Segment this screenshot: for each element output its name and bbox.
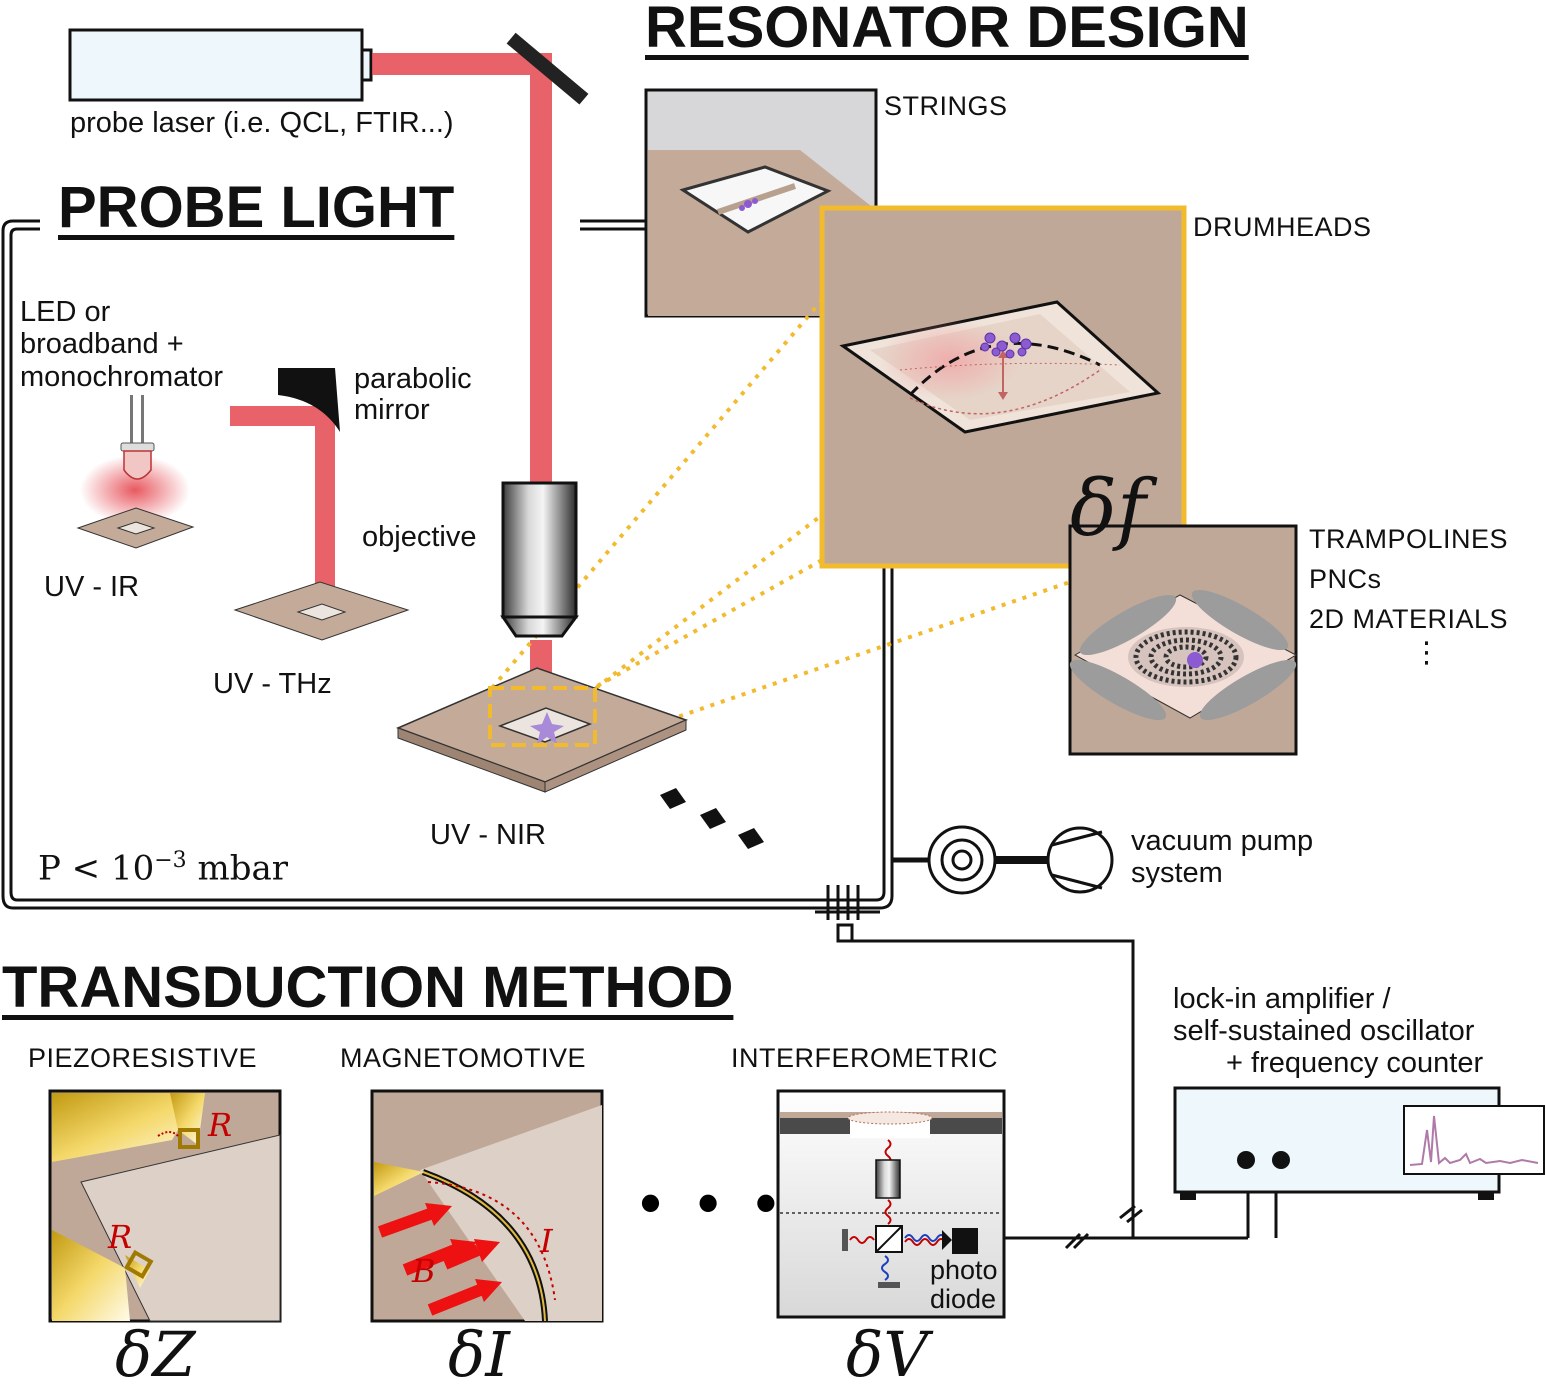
probe-laser: [68, 28, 373, 102]
parabolic-label-line2: mirror: [354, 394, 430, 426]
probe-laser-label: probe laser (i.e. QCL, FTIR...): [70, 107, 454, 139]
pressure-label: P < 10−3 mbar: [38, 848, 289, 889]
laser-beam: [372, 53, 552, 730]
trampoline-panel: [1068, 524, 1298, 756]
lock-in-instrument: [1173, 1086, 1545, 1200]
more-methods-dots: • • •: [640, 1169, 787, 1236]
resistor-label-top: R: [208, 1106, 233, 1144]
vacuum-chamber-border: [1, 219, 894, 910]
delta-z-symbol: δZ: [115, 1318, 196, 1391]
readout-label-line1: lock-in amplifier /: [1173, 983, 1391, 1015]
parabolic-mirror: [278, 368, 340, 432]
delta-i-symbol: δI: [448, 1318, 510, 1391]
objective-label: objective: [362, 521, 477, 553]
interferometric-label: INTERFEROMETRIC: [731, 1043, 998, 1073]
photodiode-label-line2: diode: [930, 1284, 997, 1314]
vacuum-pump: [892, 825, 1114, 895]
transduction-method-heading: TRANSDUCTION METHOD: [2, 955, 734, 1020]
uv-ir-sample: [76, 507, 195, 549]
led-source: [80, 395, 190, 525]
strings-label: STRINGS: [884, 91, 1008, 121]
magnetomotive-panel: [370, 1089, 604, 1323]
parabolic-label-line1: parabolic: [354, 363, 472, 395]
pncs-label: PNCs: [1309, 564, 1382, 594]
delta-v-symbol: δV: [846, 1318, 929, 1391]
magnetomotive-label: MAGNETOMOTIVE: [340, 1043, 587, 1073]
led-label-line3: monochromator: [20, 361, 224, 393]
uv-thz-label: UV - THz: [213, 668, 332, 700]
probe-light-heading: PROBE LIGHT: [58, 175, 455, 240]
strings-panel: [644, 88, 878, 318]
more-materials-vdots: ⋮: [1412, 637, 1441, 669]
led-label-line1: LED or: [20, 296, 111, 328]
resistor-label-bottom: R: [108, 1218, 133, 1256]
drumhead-panel: [819, 205, 1187, 569]
zoom-lines: [490, 298, 1071, 747]
led-label-line2: broadband +: [20, 328, 184, 360]
drumheads-label: DRUMHEADS: [1193, 212, 1372, 242]
uv-thz-sample: [233, 581, 410, 641]
readout-label-line3: + frequency counter: [1226, 1047, 1484, 1079]
more-dashes: [660, 788, 764, 849]
current-label: I: [540, 1222, 553, 1260]
piezoresistive-label: PIEZORESISTIVE: [28, 1043, 258, 1073]
uv-nir-label: UV - NIR: [430, 819, 546, 851]
uv-ir-label: UV - IR: [44, 571, 140, 603]
photodiode-label-line1: photo: [930, 1255, 998, 1285]
trampolines-label: TRAMPOLINES: [1309, 524, 1509, 554]
thz-beam: [230, 406, 335, 606]
objective-lens: [500, 481, 579, 638]
piezoresistive-panel: [48, 1089, 282, 1323]
fold-mirror: [506, 32, 589, 105]
2d-materials-label: 2D MATERIALS: [1309, 604, 1509, 634]
uv-nir-sample: [395, 667, 689, 793]
delta-f-symbol: δf: [1070, 464, 1146, 554]
resonator-design-heading: RESONATOR DESIGN: [645, 0, 1249, 60]
feedthrough: [815, 885, 880, 943]
interferometric-panel: [776, 1089, 1006, 1319]
magnetic-field-label: B: [412, 1252, 436, 1290]
vacuum-pump-label-line1: vacuum pump: [1131, 825, 1314, 857]
readout-label-line2: self-sustained oscillator: [1173, 1015, 1475, 1047]
vacuum-pump-label-line2: system: [1131, 857, 1223, 889]
